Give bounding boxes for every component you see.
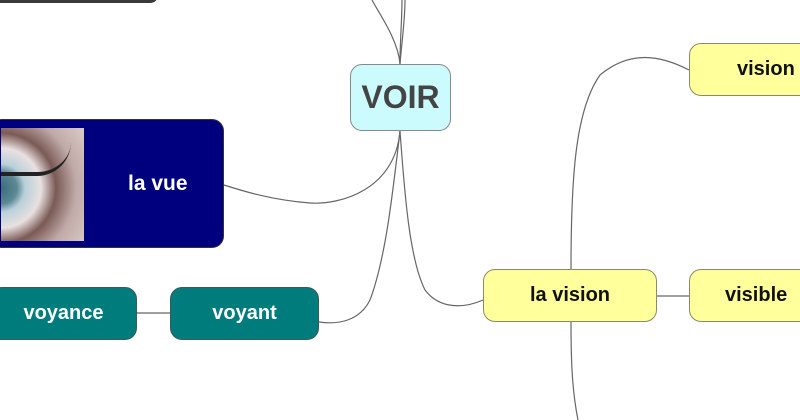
node-partial-top[interactable]: [0, 0, 158, 3]
node-label: voyance: [23, 302, 104, 324]
node-la-vision[interactable]: la vision: [483, 269, 657, 322]
node-label: la vue: [128, 172, 188, 195]
link-voir-lavue: [223, 130, 401, 204]
link-voir-lavision: [399, 130, 484, 307]
node-label: vision: [737, 58, 795, 80]
node-label: la vision: [529, 284, 611, 306]
link-voir-top-3: [399, 0, 406, 65]
node-voyant[interactable]: voyant: [170, 287, 319, 340]
central-label: VOIR: [361, 79, 440, 115]
link-lavision-vision: [570, 57, 690, 270]
link-lavision-down: [570, 321, 579, 420]
node-la-vue[interactable]: la vue: [0, 119, 224, 248]
link-voir-top-1: [371, 0, 401, 65]
node-visible[interactable]: visible: [689, 269, 800, 322]
node-voyance[interactable]: voyance: [0, 287, 137, 340]
eye-image: [1, 128, 84, 241]
node-vision[interactable]: vision: [689, 43, 800, 96]
node-label: voyant: [212, 302, 277, 324]
node-label: visible: [725, 284, 788, 306]
central-node-voir[interactable]: VOIR: [350, 64, 451, 131]
link-voir-voyant: [318, 130, 401, 324]
